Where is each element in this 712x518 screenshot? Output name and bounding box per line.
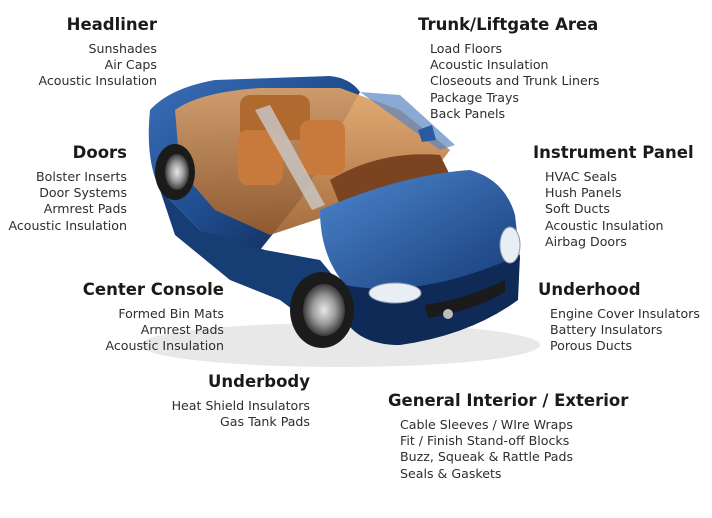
list-item: Air Caps — [104, 57, 157, 73]
list-item: HVAC Seals — [545, 169, 617, 184]
group-trunk-liftgate: Trunk/Liftgate Area Load Floors Acoustic… — [418, 15, 599, 122]
list-item: Porous Ducts — [550, 338, 633, 354]
list-item: Airbag Doors — [545, 233, 627, 249]
item-list: Formed Bin Mats Armrest Pads Acoustic In… — [83, 306, 224, 355]
front-seat-left — [238, 130, 283, 185]
list-item: Armrest Pads — [140, 322, 224, 338]
grille — [425, 280, 505, 318]
group-title: Trunk/Liftgate Area — [418, 15, 599, 34]
list-item: Hush Panels — [545, 185, 622, 201]
list-item: Door Systems — [39, 185, 127, 201]
group-title: Instrument Panel — [533, 143, 694, 162]
list-item: Acoustic Insulation — [430, 57, 549, 73]
item-list: Bolster Inserts Door Systems Armrest Pad… — [8, 169, 127, 234]
group-title: Center Console — [82, 280, 224, 299]
list-item: Soft Ducts — [545, 201, 610, 217]
item-list: Heat Shield Insulators Gas Tank Pads — [172, 398, 310, 430]
brand-emblem — [443, 309, 453, 319]
group-center-console: Center Console Formed Bin Mats Armrest P… — [83, 280, 224, 355]
list-item: Fit / Finish Stand-off Blocks — [400, 433, 570, 449]
list-item: Load Floors — [430, 41, 503, 56]
wheel-rear — [155, 144, 195, 200]
list-item: Formed Bin Mats — [118, 306, 224, 321]
item-list: Sunshades Air Caps Acoustic Insulation — [38, 41, 157, 90]
list-item: Heat Shield Insulators — [171, 398, 310, 413]
group-underbody: Underbody Heat Shield Insulators Gas Tan… — [172, 372, 310, 430]
item-list: Engine Cover Insulators Battery Insulato… — [538, 306, 700, 355]
group-title: General Interior / Exterior — [388, 391, 629, 410]
group-instrument-panel: Instrument Panel HVAC Seals Hush Panels … — [533, 143, 694, 250]
list-item: Engine Cover Insulators — [550, 306, 700, 321]
list-item: Acoustic Insulation — [545, 217, 664, 233]
list-item: Battery Insulators — [550, 322, 663, 338]
list-item: Bolster Inserts — [36, 169, 127, 184]
group-title: Underbody — [208, 372, 310, 391]
front-bumper — [345, 255, 520, 345]
side-mirror — [418, 125, 436, 142]
list-item: Back Panels — [430, 105, 506, 121]
list-item: Cable Sleeves / WIre Wraps — [400, 417, 573, 432]
headlight-right — [499, 226, 521, 264]
list-item: Acoustic Insulation — [38, 73, 157, 89]
list-item: Buzz, Squeak & Rattle Pads — [400, 449, 574, 465]
front-seat-right — [300, 120, 345, 175]
group-headliner: Headliner Sunshades Air Caps Acoustic In… — [38, 15, 157, 90]
item-list: Cable Sleeves / WIre Wraps Fit / Finish … — [388, 417, 628, 482]
list-item: Sunshades — [88, 41, 157, 56]
group-title: Headliner — [66, 15, 157, 34]
group-underhood: Underhood Engine Cover Insulators Batter… — [538, 280, 700, 355]
group-doors: Doors Bolster Inserts Door Systems Armre… — [8, 143, 127, 234]
list-item: Package Trays — [430, 89, 519, 105]
dashboard — [330, 154, 450, 205]
group-general-interior-exterior: General Interior / Exterior Cable Sleeve… — [388, 391, 628, 482]
wheel-front — [290, 272, 354, 348]
item-list: HVAC Seals Hush Panels Soft Ducts Acoust… — [533, 169, 694, 250]
list-item: Armrest Pads — [43, 201, 127, 217]
list-item: Seals & Gaskets — [400, 465, 502, 481]
headlight-left — [368, 282, 422, 304]
list-item: Closeouts and Trunk Liners — [430, 73, 600, 89]
item-list: Load Floors Acoustic Insulation Closeout… — [418, 41, 599, 122]
car-hood — [320, 170, 520, 290]
group-title: Underhood — [538, 280, 641, 299]
list-item: Acoustic Insulation — [105, 338, 224, 354]
list-item: Gas Tank Pads — [220, 414, 310, 430]
group-title: Doors — [72, 143, 127, 162]
a-pillar — [255, 105, 325, 210]
list-item: Acoustic Insulation — [8, 217, 127, 233]
